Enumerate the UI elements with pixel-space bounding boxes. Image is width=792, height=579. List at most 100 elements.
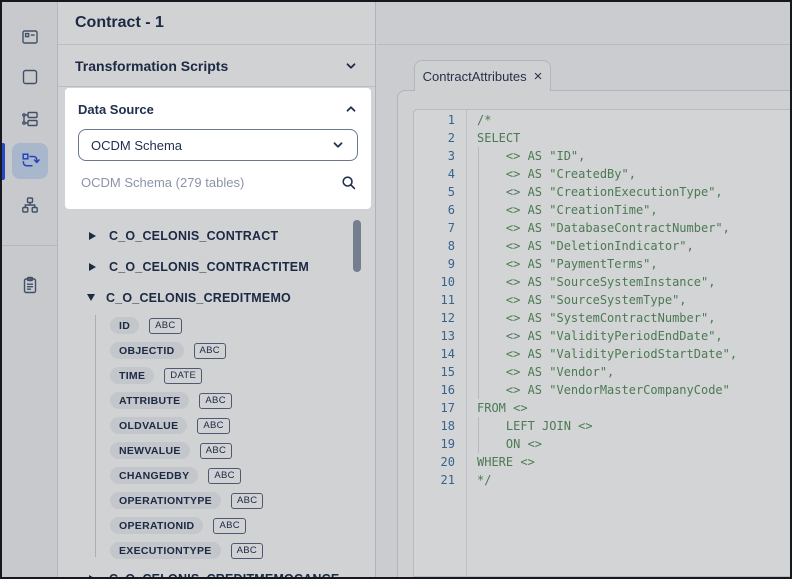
field-name-pill[interactable]: OPERATIONID — [110, 517, 203, 534]
line-number: 19 — [414, 435, 455, 453]
form-layout-icon — [20, 27, 40, 47]
page-title: Contract - 1 — [75, 14, 164, 32]
sitemap-icon — [20, 195, 40, 215]
code-text: <> AS "DeletionIndicator", — [455, 237, 694, 255]
code-text: <> AS "PaymentTerms", — [455, 255, 658, 273]
field-type-badge: ABC — [197, 418, 229, 434]
code-line: 10 <> AS "SourceSystemInstance", — [414, 273, 792, 291]
field-name-pill[interactable]: OBJECTID — [110, 342, 184, 359]
line-number: 15 — [414, 363, 455, 381]
code-text: <> AS "DatabaseContractNumber", — [455, 219, 730, 237]
code-text: <> AS "CreationTime", — [455, 201, 658, 219]
search-icon[interactable] — [341, 175, 357, 191]
schema-list-icon — [20, 109, 40, 129]
field-row[interactable]: CHANGEDBYABC — [58, 463, 375, 488]
editor-top-strip — [377, 2, 790, 45]
field-row[interactable]: OPERATIONTYPE ABC — [58, 488, 375, 513]
code-line: 6 <> AS "CreationTime", — [414, 201, 792, 219]
code-line: 12 <> AS "SystemContractNumber", — [414, 309, 792, 327]
field-name-pill[interactable]: TIME — [110, 367, 154, 384]
field-row[interactable]: OBJECTIDABC — [58, 338, 375, 363]
code-rows: 1/*2SELECT3 <> AS "ID",4 <> AS "CreatedB… — [414, 110, 792, 489]
table-row[interactable]: C_O_CELONIS_CONTRACT — [58, 220, 375, 251]
tab-close-icon[interactable]: × — [534, 69, 543, 84]
field-row[interactable]: OLDVALUE ABC — [58, 413, 375, 438]
field-row[interactable]: TIMEDATE — [58, 363, 375, 388]
chevron-down-icon[interactable] — [344, 59, 358, 73]
code-line: 4 <> AS "CreatedBy", — [414, 165, 792, 183]
line-number: 4 — [414, 165, 455, 183]
table-name: C_O_CELONIS_CONTRACT — [109, 229, 278, 243]
table-name: C_O_CELONIS_CREDITMEMOCANCE... — [109, 572, 350, 578]
table-search — [78, 174, 358, 191]
active-nav-indicator — [2, 143, 5, 180]
nav-canvas-button[interactable] — [12, 59, 48, 95]
table-tree: C_O_CELONIS_CONTRACT C_O_CELONIS_CONTRACT… — [58, 220, 375, 577]
nav-transformations-button[interactable] — [12, 143, 48, 179]
code-line: 17FROM <> — [414, 399, 792, 417]
tree-scrollbar[interactable] — [353, 220, 361, 272]
line-number: 5 — [414, 183, 455, 201]
nav-form-layout-button[interactable] — [12, 19, 48, 55]
field-name-pill[interactable]: OPERATIONTYPE — [110, 492, 221, 509]
transformation-scripts-header[interactable]: Transformation Scripts — [58, 45, 375, 87]
editor-content-box: 1/*2SELECT3 <> AS "ID",4 <> AS "CreatedB… — [397, 90, 792, 579]
field-name-pill[interactable]: ATTRIBUTE — [110, 392, 189, 409]
code-text: /* — [455, 111, 491, 129]
code-line: 19 ON <> — [414, 435, 792, 453]
field-type-badge: ABC — [149, 318, 181, 334]
chevron-down-icon — [331, 138, 345, 152]
nav-clipboard-button[interactable] — [12, 267, 48, 303]
panel-header: Contract - 1 — [58, 2, 375, 45]
code-line: 18 LEFT JOIN <> — [414, 417, 792, 435]
transformation-scripts-label: Transformation Scripts — [75, 58, 228, 74]
table-row[interactable]: C_O_CELONIS_CREDITMEMO — [58, 282, 375, 313]
code-text: <> AS "SystemContractNumber", — [455, 309, 715, 327]
line-number: 14 — [414, 345, 455, 363]
sidebar-divider — [2, 245, 57, 246]
field-type-badge: ABC — [200, 443, 232, 459]
code-editor[interactable]: 1/*2SELECT3 <> AS "ID",4 <> AS "CreatedB… — [413, 109, 792, 577]
field-name-pill[interactable]: NEWVALUE — [110, 442, 190, 459]
line-number: 7 — [414, 219, 455, 237]
code-line: 5 <> AS "CreationExecutionType", — [414, 183, 792, 201]
table-row[interactable]: C_O_CELONIS_CONTRACTITEM — [58, 251, 375, 282]
expand-arrow-icon[interactable] — [89, 263, 96, 271]
field-row[interactable]: ID ABC — [58, 313, 375, 338]
transformations-icon — [20, 151, 40, 171]
expand-arrow-icon[interactable] — [89, 575, 96, 578]
line-number: 10 — [414, 273, 455, 291]
line-number: 13 — [414, 327, 455, 345]
line-number: 17 — [414, 399, 455, 417]
code-line: 16 <> AS "VendorMasterCompanyCode" — [414, 381, 792, 399]
table-search-input[interactable] — [79, 174, 319, 191]
tab-label: ContractAttributes — [423, 69, 527, 84]
field-type-badge: ABC — [231, 493, 263, 509]
data-source-label: Data Source — [78, 102, 154, 117]
field-row[interactable]: EXECUTIONTYPEABC — [58, 538, 375, 563]
line-number: 16 — [414, 381, 455, 399]
field-row[interactable]: NEWVALUE ABC — [58, 438, 375, 463]
field-name-pill[interactable]: EXECUTIONTYPE — [110, 542, 221, 559]
line-number: 20 — [414, 453, 455, 471]
table-row[interactable]: C_O_CELONIS_CREDITMEMOCANCE... — [58, 563, 375, 577]
nav-schema-list-button[interactable] — [12, 101, 48, 137]
code-text: <> AS "SourceSystemType", — [455, 291, 687, 309]
tab-contractattributes[interactable]: ContractAttributes × — [414, 60, 551, 91]
table-name: C_O_CELONIS_CREDITMEMO — [106, 291, 291, 305]
field-name-pill[interactable]: ID — [110, 317, 139, 334]
code-text: LEFT JOIN <> — [455, 417, 593, 435]
line-number: 21 — [414, 471, 455, 489]
chevron-up-icon[interactable] — [344, 102, 358, 116]
code-text: <> AS "SourceSystemInstance", — [455, 273, 715, 291]
nav-sitemap-button[interactable] — [12, 187, 48, 223]
expand-arrow-icon[interactable] — [89, 232, 96, 240]
data-source-header[interactable]: Data Source — [78, 98, 358, 120]
field-name-pill[interactable]: OLDVALUE — [110, 417, 187, 434]
field-row[interactable]: OPERATIONIDABC — [58, 513, 375, 538]
field-name-pill[interactable]: CHANGEDBY — [110, 467, 198, 484]
schema-dropdown[interactable]: OCDM Schema — [78, 129, 358, 161]
collapse-arrow-icon[interactable] — [87, 294, 95, 301]
code-text: FROM <> — [455, 399, 528, 417]
field-row[interactable]: ATTRIBUTEABC — [58, 388, 375, 413]
